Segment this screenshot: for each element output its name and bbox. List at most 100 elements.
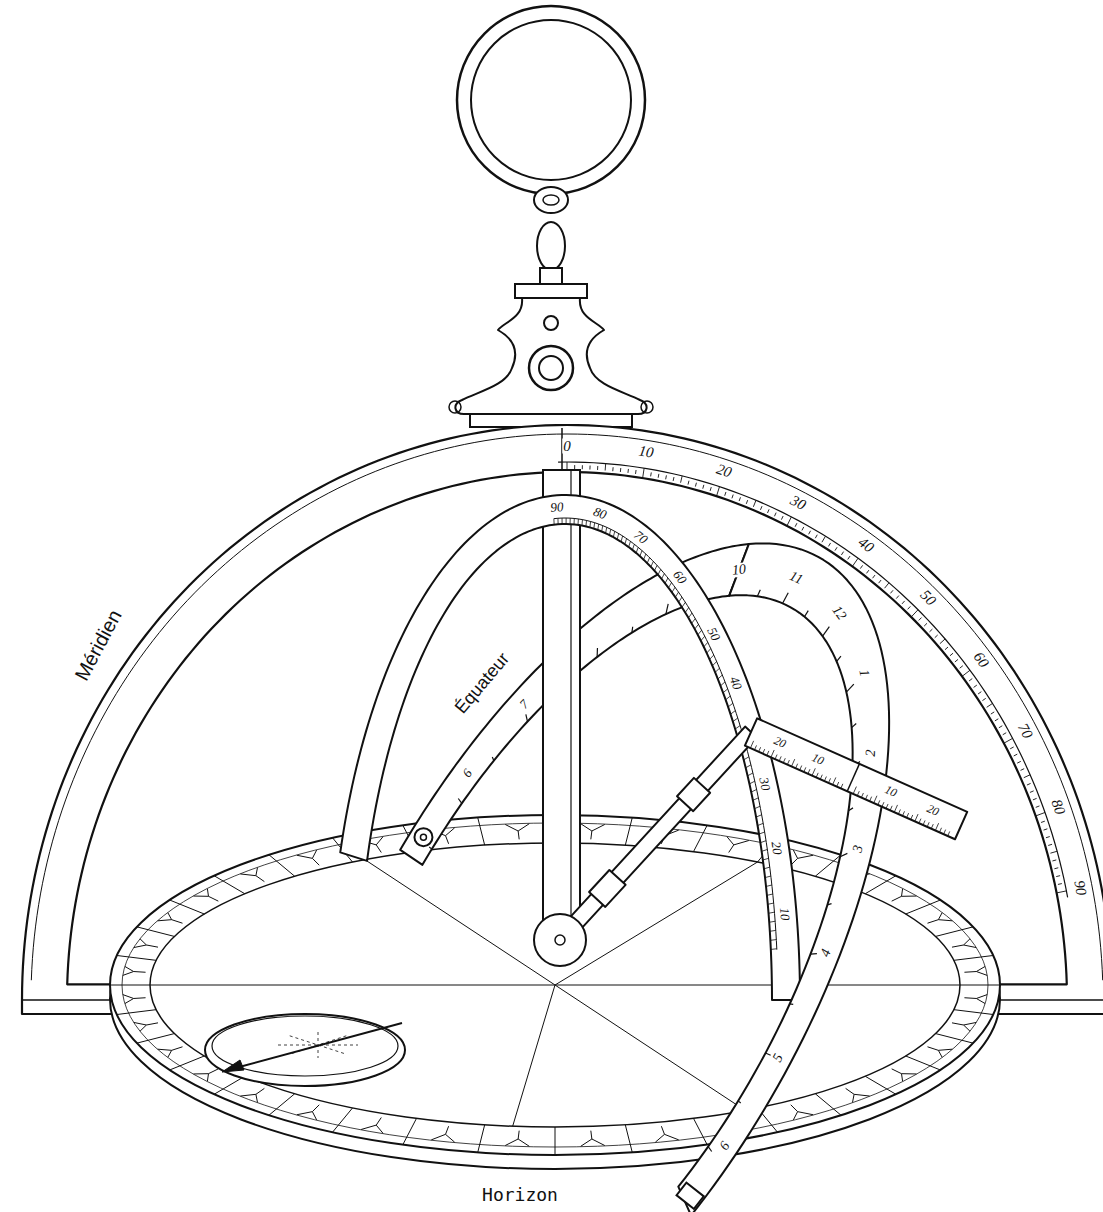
- meridian-tick: [987, 703, 993, 707]
- arch-tick: [665, 578, 668, 583]
- horizon-fork: [123, 972, 134, 976]
- arch-tick: [718, 675, 722, 679]
- meridian-tick: [995, 719, 998, 721]
- horizon-tick: [625, 1125, 632, 1153]
- arch-tick: [675, 592, 678, 597]
- arch-tick: [613, 531, 614, 537]
- horizon-fork: [376, 837, 383, 845]
- horizon-fork: [734, 841, 749, 845]
- scale-number: 20: [924, 801, 942, 818]
- meridian-tick: [1004, 738, 1013, 743]
- part-name: Équateur: [451, 648, 513, 717]
- gnomon-pivot: [534, 914, 586, 966]
- horizon-fork: [312, 1105, 319, 1112]
- arch-tick: [651, 561, 653, 566]
- horizon-fork: [134, 945, 147, 948]
- arch-tick: [609, 529, 610, 535]
- arch-tick: [721, 682, 726, 686]
- swivel-plate: [515, 284, 587, 298]
- arch-tick: [621, 536, 623, 542]
- arch-tick: [762, 849, 768, 851]
- latitude-degree: 20: [770, 839, 785, 856]
- arch-tick: [726, 696, 731, 700]
- horizon-tick: [333, 1108, 353, 1132]
- scale-index: [847, 764, 859, 791]
- scale-tick: [783, 758, 785, 763]
- meridian-tick: [1044, 829, 1048, 830]
- meridian-tick: [1056, 875, 1060, 877]
- arch-tick: [606, 527, 607, 533]
- arch-tick: [640, 551, 642, 557]
- latitude-degree: 30: [757, 775, 773, 792]
- scale-tick: [865, 795, 867, 800]
- part-name: Horizon: [481, 1186, 559, 1204]
- meridian-tick: [841, 552, 843, 555]
- meridian-tick: [945, 647, 948, 650]
- horizon-fork: [168, 913, 172, 920]
- horizon-fork: [927, 920, 938, 924]
- horizon-fork: [892, 896, 902, 901]
- arch-tick: [760, 841, 766, 843]
- meridian-tick: [681, 476, 683, 483]
- scale-tick: [833, 777, 836, 784]
- scale-tick: [853, 787, 856, 794]
- arch-tick: [644, 554, 646, 560]
- horizon-fork: [661, 1126, 664, 1134]
- arch-tick: [704, 642, 708, 646]
- horizon-fork: [952, 945, 964, 947]
- ring-link-hole: [543, 195, 559, 205]
- compass-rim: [205, 1014, 405, 1086]
- latitude-degree: 10: [778, 906, 792, 922]
- horizon-fork: [518, 1131, 519, 1139]
- hour-tick: [729, 585, 733, 596]
- meridian-tick: [717, 487, 720, 497]
- horizon-fork: [446, 1134, 455, 1142]
- meridian-tick: [969, 679, 972, 681]
- horizon-fork: [194, 896, 209, 897]
- finial: [455, 298, 646, 414]
- meridian-tick: [1003, 733, 1006, 735]
- arch-tick: [768, 903, 774, 904]
- horizon-fork: [172, 1047, 183, 1051]
- meridian-tick: [1010, 747, 1014, 749]
- ring-pivot: [414, 828, 432, 846]
- compass-bowl: [212, 1016, 398, 1076]
- horizon-fork: [964, 945, 977, 948]
- arch-tick: [733, 718, 738, 722]
- meridian-tick: [753, 500, 756, 507]
- horizon-fork: [256, 1094, 258, 1102]
- arch-tick: [692, 619, 696, 624]
- horizon-tick: [137, 927, 175, 937]
- meridian-degree: 50: [916, 587, 939, 610]
- scale-number: 10: [882, 783, 900, 800]
- disc-line: [555, 985, 745, 1110]
- horizon-fork: [798, 855, 814, 858]
- hour-tick: [765, 1053, 770, 1055]
- meridian-tick: [809, 531, 811, 535]
- horizon-fork: [194, 1073, 209, 1074]
- horizon-fork: [591, 831, 592, 839]
- arch-tick: [766, 885, 772, 886]
- arch-tick: [602, 526, 603, 532]
- arch-tick: [566, 518, 567, 524]
- arch-tick: [715, 668, 719, 672]
- meridian-tick: [582, 465, 583, 469]
- scale-tick: [907, 813, 909, 818]
- scale-tick: [754, 745, 756, 750]
- arch-tick: [629, 541, 631, 547]
- meridian-tick: [974, 685, 977, 687]
- latitude-degree: 90: [549, 500, 565, 514]
- meridian-tick: [605, 464, 607, 471]
- hour-number: 1: [856, 667, 872, 679]
- scale-tick: [939, 828, 941, 833]
- arch-tick: [585, 520, 587, 526]
- meridian-degree: 90: [1071, 878, 1089, 898]
- horizon-fork: [134, 1022, 147, 1025]
- gnomon-pivot-pin: [555, 935, 565, 945]
- arch-tick: [625, 539, 627, 545]
- meridian-tick: [774, 513, 776, 517]
- scale-tick: [837, 782, 839, 787]
- horizon-fork: [168, 1050, 172, 1057]
- horizon-fork: [938, 1050, 942, 1057]
- arch-tick: [765, 876, 771, 878]
